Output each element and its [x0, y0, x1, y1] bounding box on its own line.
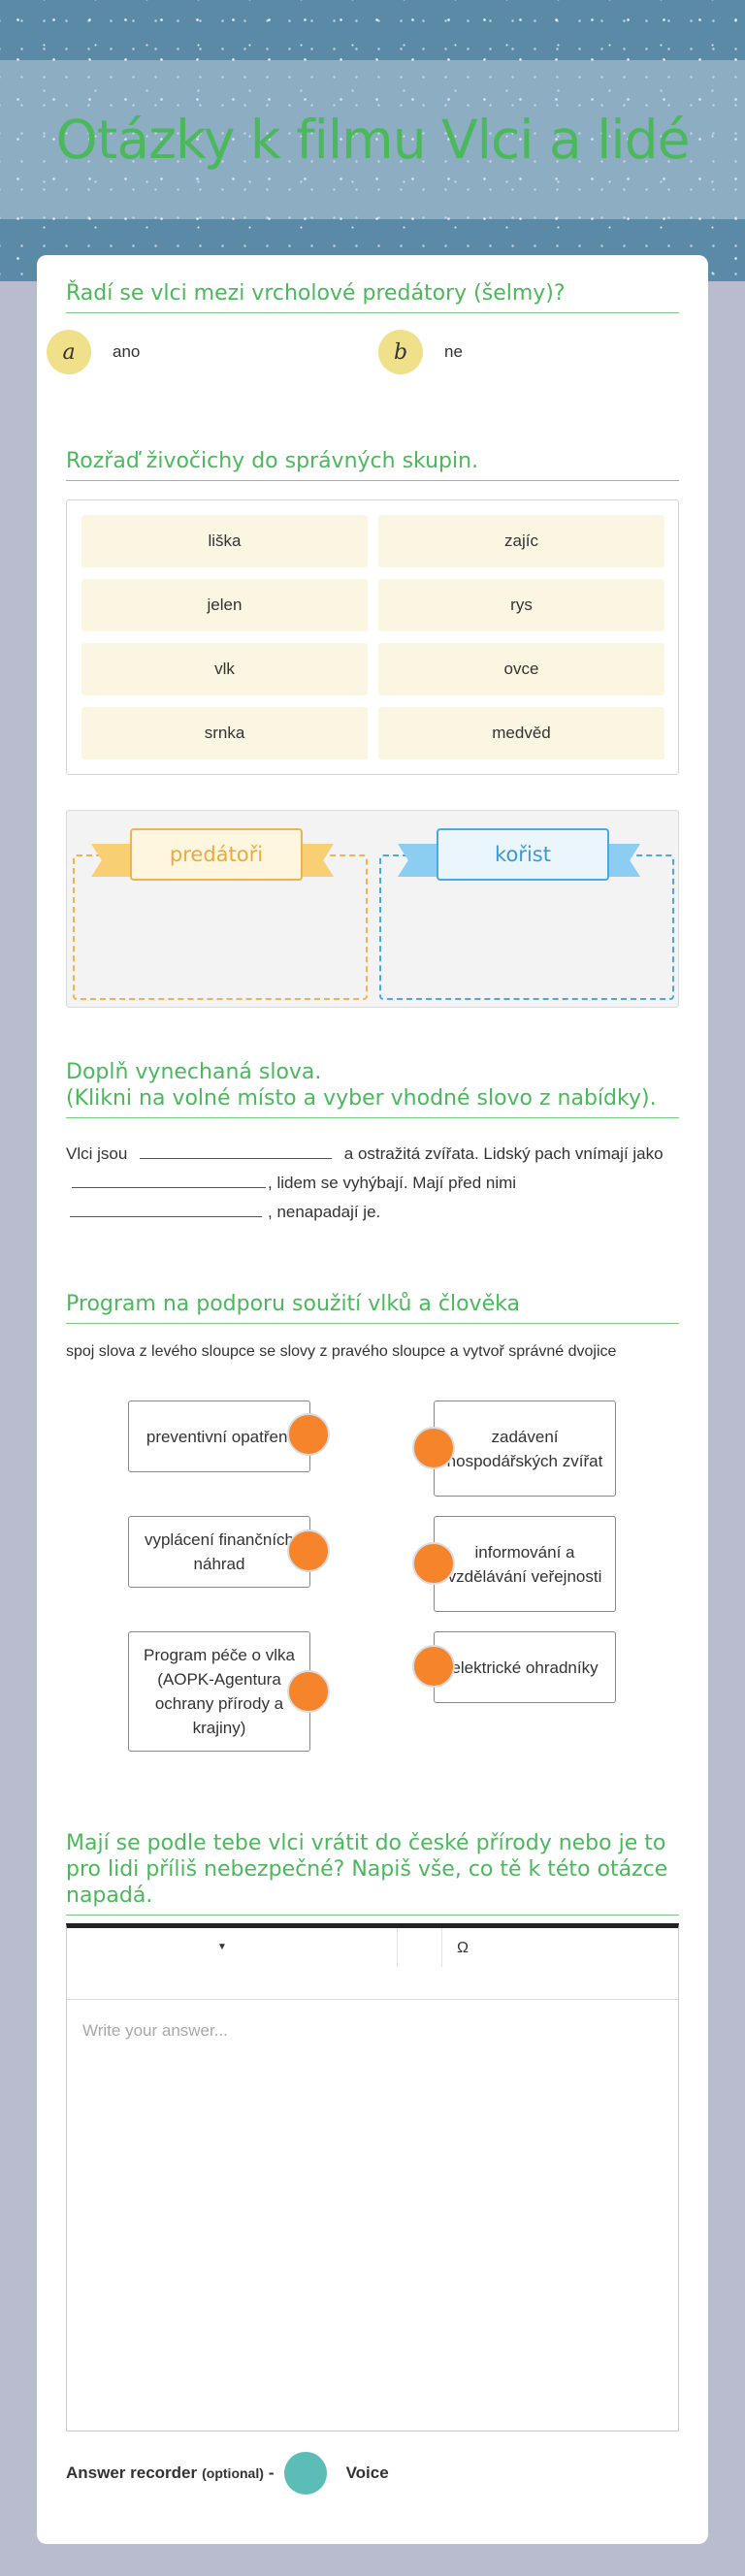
worksheet-card: Řadí se vlci mezi vrcholové predátory (š…: [37, 255, 708, 2544]
option-b[interactable]: b ne: [378, 330, 463, 374]
font-dropdown-caret-icon[interactable]: ▼: [217, 1942, 227, 1952]
recorder-optional: (optional): [202, 2465, 264, 2481]
match-connector-right[interactable]: [412, 1645, 455, 1688]
answer-placeholder: Write your answer...: [82, 2021, 228, 2040]
category-ribbon-predators: predátoři: [91, 828, 334, 886]
option-a[interactable]: a ano: [47, 330, 140, 374]
drag-item[interactable]: srnka: [81, 707, 368, 759]
record-button[interactable]: [283, 2452, 327, 2495]
match-connector-left[interactable]: [287, 1530, 330, 1572]
question-3-title-line2: (Klikni na volné místo a vyber vhodné sl…: [66, 1086, 657, 1111]
match-left-item[interactable]: Program péče o vlka (AOPK-Agentura ochra…: [128, 1631, 310, 1752]
match-left-item[interactable]: preventivní opatření: [128, 1401, 310, 1472]
cloze-text: Vlci jsou a ostražitá zvířata. Lidský pa…: [66, 1140, 679, 1227]
page-title: Otázky k filmu Vlci a lidé: [55, 109, 691, 171]
header-background: [0, 0, 745, 281]
drag-item[interactable]: medvěd: [378, 707, 664, 759]
match-right-item[interactable]: elektrické ohradníky: [434, 1631, 616, 1703]
drag-item[interactable]: ovce: [378, 643, 664, 695]
question-5-title: Mají se podle tebe vlci vrátit do české …: [66, 1830, 679, 1916]
blank-dropdown-1[interactable]: [140, 1140, 333, 1159]
answer-recorder: Answer recorder (optional) - Voice: [66, 2452, 389, 2495]
title-band: Otázky k filmu Vlci a lidé: [0, 60, 745, 219]
question-2-title: Rozřaď živočichy do správných skupin.: [66, 448, 679, 481]
recorder-label: Answer recorder: [66, 2463, 198, 2482]
blank-dropdown-2[interactable]: [72, 1169, 266, 1188]
category-bins: predátoři kořist: [66, 810, 679, 1008]
option-letter: a: [47, 330, 91, 374]
match-right-item[interactable]: zadávení hospodářských zvířat: [434, 1401, 616, 1497]
editor-toolbar: ▼ Ω: [67, 1928, 678, 2000]
category-label: predátoři: [130, 828, 303, 881]
answer-editor[interactable]: ▼ Ω Write your answer...: [66, 1923, 679, 2431]
category-ribbon-prey: kořist: [398, 828, 640, 886]
option-letter: b: [378, 330, 423, 374]
question-3-title: Doplň vynechaná slova. (Klikni na volné …: [66, 1059, 679, 1118]
drag-item[interactable]: rys: [378, 579, 664, 631]
match-connector-left[interactable]: [287, 1670, 330, 1713]
drag-item[interactable]: jelen: [81, 579, 368, 631]
match-left-item[interactable]: vyplácení finančních náhrad: [128, 1516, 310, 1588]
blank-dropdown-3[interactable]: [70, 1198, 262, 1217]
match-connector-right[interactable]: [412, 1427, 455, 1469]
match-right-item[interactable]: informování a vzdělávání veřejnosti: [434, 1516, 616, 1612]
special-characters-icon[interactable]: Ω: [457, 1940, 469, 1956]
option-label: ne: [444, 342, 463, 361]
match-connector-left[interactable]: [287, 1413, 330, 1456]
voice-label: Voice: [345, 2463, 389, 2482]
category-label: kořist: [437, 828, 609, 881]
drag-item[interactable]: vlk: [81, 643, 368, 695]
question-1-title: Řadí se vlci mezi vrcholové predátory (š…: [66, 280, 679, 313]
question-3-title-line1: Doplň vynechaná slova.: [66, 1060, 322, 1084]
drag-item[interactable]: liška: [81, 515, 368, 567]
question-4-instruction: spoj slova z levého sloupce se slovy z p…: [66, 1343, 617, 1360]
draggable-items: liška zajíc jelen rys vlk ovce srnka med…: [66, 499, 679, 775]
drag-item[interactable]: zajíc: [378, 515, 664, 567]
option-label: ano: [113, 342, 141, 361]
question-4-title: Program na podporu soužití vlků a člověk…: [66, 1291, 679, 1324]
match-connector-right[interactable]: [412, 1542, 455, 1585]
